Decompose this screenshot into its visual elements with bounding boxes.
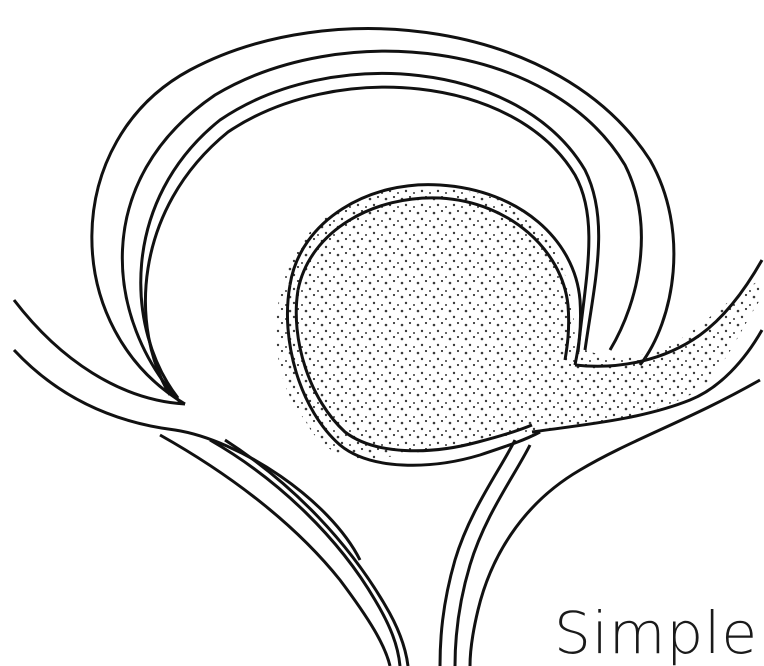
left-branch-upper	[14, 300, 185, 404]
stippled-mass	[276, 187, 760, 460]
diagram-caption: Simple	[554, 604, 758, 662]
stem-left-inner-1	[210, 440, 400, 666]
stem-right-inner-1	[440, 440, 515, 666]
